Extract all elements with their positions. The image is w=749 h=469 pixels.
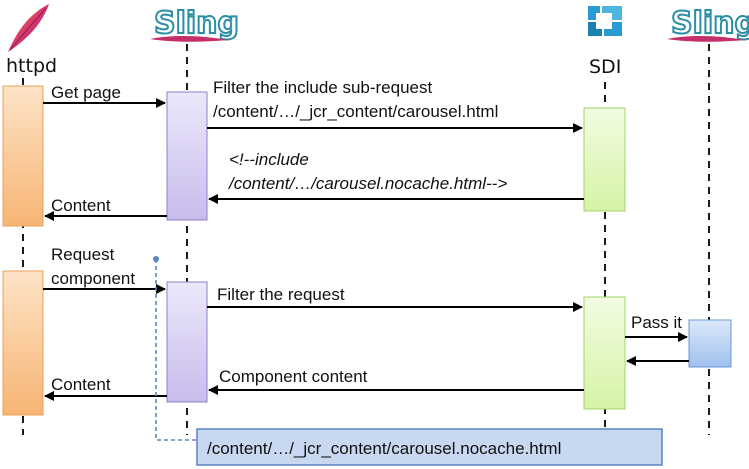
- sdi-logo: [588, 6, 622, 36]
- sling-logo-right: Sling: [667, 5, 749, 42]
- label-filter-include-2: /content/…/_jcr_content/carousel.html: [213, 102, 498, 121]
- label-include-2: /content/…/carousel.nocache.html-->: [228, 174, 507, 193]
- sdi-activation-2: [583, 296, 626, 410]
- label-filter-include-1: Filter the include sub-request: [213, 78, 433, 97]
- httpd-activation-2: [2, 270, 44, 416]
- sdi-label: SDI: [589, 56, 621, 78]
- sling-logo-right-text: Sling: [671, 6, 749, 41]
- note-box: [196, 428, 663, 466]
- label-include-1: <!--include: [229, 150, 309, 169]
- label-request-component-1: Request: [51, 245, 115, 264]
- label-request-component-2: component: [51, 269, 135, 288]
- sling-logo: Sling: [150, 5, 240, 42]
- label-component-content: Component content: [219, 367, 368, 386]
- label-content-bottom: Content: [51, 375, 111, 394]
- note-connector: [153, 256, 197, 441]
- httpd-label: httpd: [6, 55, 57, 77]
- apache-feather-icon: [8, 4, 49, 52]
- sdi-activation-1: [583, 107, 626, 212]
- httpd-activation-1: [2, 85, 44, 227]
- sling-right-activation: [688, 319, 732, 368]
- label-content-top: Content: [51, 196, 111, 215]
- sling-activation-1: [166, 91, 208, 221]
- sling-activation-2: [166, 281, 208, 403]
- sling-logo-text: Sling: [154, 6, 239, 41]
- label-filter-request: Filter the request: [217, 285, 345, 304]
- label-pass-it: Pass it: [631, 313, 682, 332]
- label-get-page: Get page: [51, 83, 121, 102]
- note-text: /content/…/_jcr_content/carousel.nocache…: [207, 439, 561, 458]
